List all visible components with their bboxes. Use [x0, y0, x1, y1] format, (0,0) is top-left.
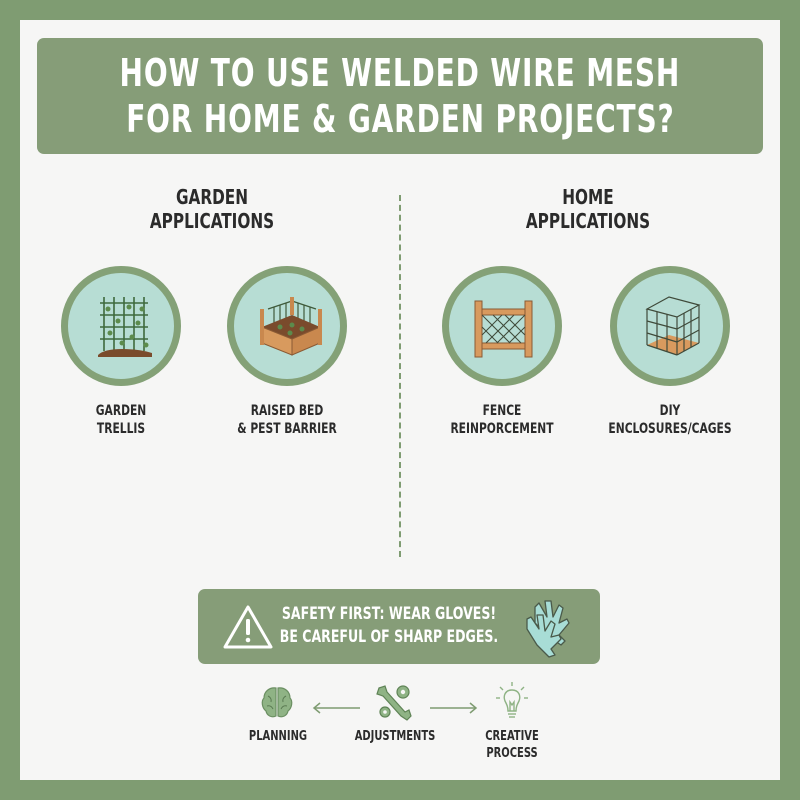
heading-line: APPLICATIONS — [149, 209, 275, 233]
flow-step-planning: PLANNING — [228, 728, 328, 745]
label-line: FENCE — [482, 403, 522, 419]
brain-icon — [261, 687, 293, 718]
heading-line: HOME — [562, 185, 614, 209]
cage-icon — [610, 266, 730, 386]
label-line: ENCLOSURES/CAGES — [608, 421, 732, 437]
safety-banner: SAFETY FIRST: WEAR GLOVES! BE CAREFUL OF… — [198, 589, 600, 664]
section-divider — [399, 195, 401, 557]
heading-line: GARDEN — [175, 185, 249, 209]
label-line: RAISED BED — [250, 403, 324, 419]
gloves-icon — [526, 600, 570, 658]
title-line-2: FOR HOME & GARDEN PROJECTS? — [125, 97, 675, 141]
lightbulb-icon — [496, 682, 528, 718]
arrow-right-icon — [430, 702, 478, 714]
fence-reinforcement-label: FENCE REINPORCEMENT — [427, 402, 577, 438]
step-label: PLANNING — [248, 729, 308, 744]
step-label: ADJUSTMENTS — [354, 729, 436, 744]
warning-icon — [223, 605, 273, 649]
label-line: TRELLIS — [96, 421, 146, 437]
raised-bed-icon — [227, 266, 347, 386]
flow-step-adjustments: ADJUSTMENTS — [345, 728, 445, 745]
label-line: DIY — [659, 403, 681, 419]
step-label: PROCESS — [486, 746, 538, 761]
title-banner: HOW TO USE WELDED WIRE MESH FOR HOME & G… — [37, 38, 763, 154]
fence-icon — [442, 266, 562, 386]
garden-applications-heading: GARDEN APPLICATIONS — [82, 185, 342, 233]
arrow-left-icon — [312, 702, 360, 714]
garden-trellis-label: GARDEN TRELLIS — [46, 402, 196, 438]
raised-bed-label: RAISED BED & PEST BARRIER — [212, 402, 362, 438]
diy-enclosures-label: DIY ENCLOSURES/CAGES — [595, 402, 745, 438]
safety-message: SAFETY FIRST: WEAR GLOVES! BE CAREFUL OF… — [254, 603, 524, 649]
label-line: GARDEN — [95, 403, 147, 419]
trellis-icon — [61, 266, 181, 386]
step-label: CREATIVE — [485, 729, 539, 744]
title-line-1: HOW TO USE WELDED WIRE MESH — [119, 51, 681, 95]
safety-line: SAFETY FIRST: WEAR GLOVES! — [281, 604, 497, 624]
heading-line: APPLICATIONS — [525, 209, 651, 233]
label-line: REINPORCEMENT — [450, 421, 554, 437]
label-line: & PEST BARRIER — [237, 421, 337, 437]
flow-step-creative-process: CREATIVE PROCESS — [462, 728, 562, 762]
tools-icon — [376, 685, 412, 721]
safety-line: BE CAREFUL OF SHARP EDGES. — [279, 627, 499, 647]
home-applications-heading: HOME APPLICATIONS — [458, 185, 718, 233]
